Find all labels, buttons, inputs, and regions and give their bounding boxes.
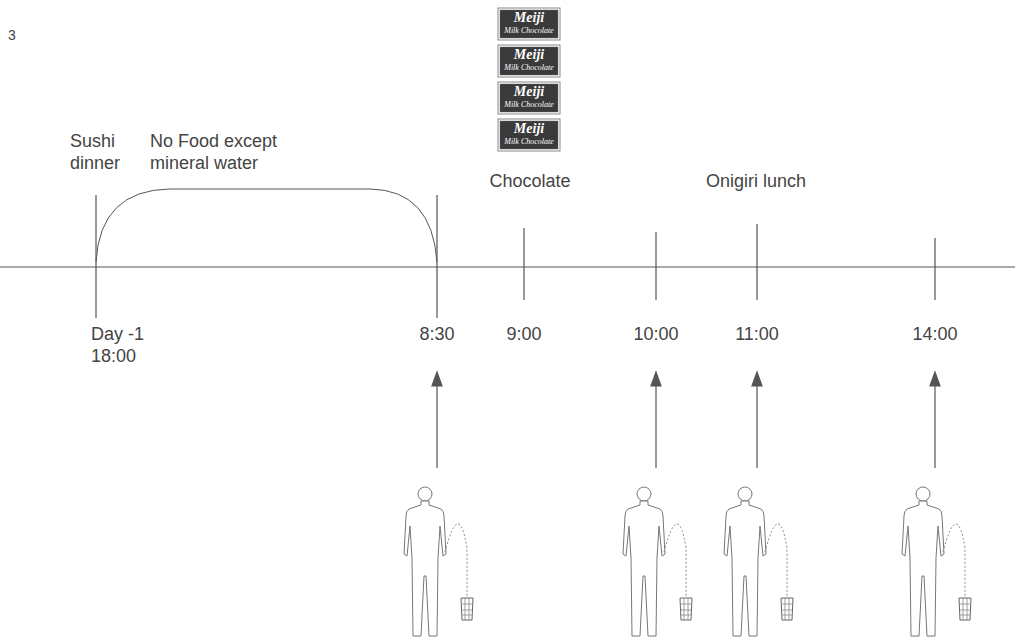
time-label: 8:30 — [402, 323, 472, 345]
time-axis — [0, 266, 1015, 267]
brand-name: Meiji — [500, 10, 558, 26]
brand-name: Meiji — [500, 47, 558, 63]
product-name: Milk Chocolate — [500, 137, 558, 147]
brand-name: Meiji — [500, 84, 558, 100]
fasting-bracket — [96, 189, 437, 262]
time-ticks — [96, 195, 935, 318]
time-label: 9:00 — [489, 323, 559, 345]
time-label: 14:00 — [900, 323, 970, 345]
time-label: Day -1 18:00 — [91, 323, 161, 367]
product-name: Milk Chocolate — [500, 26, 558, 36]
time-label: 11:00 — [722, 323, 792, 345]
brand-name: Meiji — [500, 121, 558, 137]
subject-figures — [404, 487, 971, 636]
event-label: Chocolate — [470, 170, 590, 192]
time-label: 10:00 — [621, 323, 691, 345]
product-name: Milk Chocolate — [500, 63, 558, 73]
event-label: Sushi dinner — [70, 130, 132, 174]
chocolate-bars — [498, 8, 560, 151]
sampling-arrows — [432, 372, 940, 468]
product-name: Milk Chocolate — [500, 100, 558, 110]
event-label: Onigiri lunch — [681, 170, 831, 192]
page-number: 3 — [8, 26, 32, 44]
event-label: No Food except mineral water — [150, 130, 295, 174]
